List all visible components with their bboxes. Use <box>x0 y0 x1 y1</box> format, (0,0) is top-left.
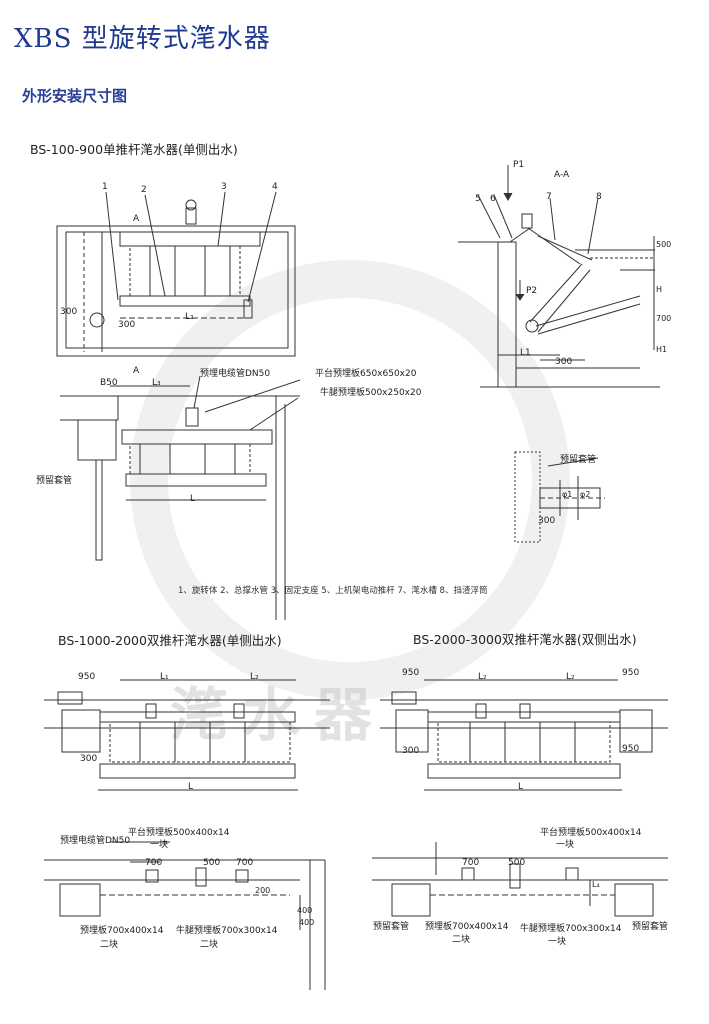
s2-dim-l: L <box>188 782 194 792</box>
label-cable-pipe: 预埋电缆管DN50 <box>200 369 271 379</box>
view-marker-a-bottom: A <box>133 366 140 376</box>
s2-dim-l1: L₁ <box>160 672 169 682</box>
s3-dim-l2-a: L₂ <box>478 672 487 682</box>
section-aa-view <box>458 165 660 387</box>
s3-dim-950-b: 950 <box>622 668 640 678</box>
dim-300-b: 300 <box>118 320 136 330</box>
label-platform-plate: 平台预埋板650x650x20 <box>315 369 417 379</box>
page-subtitle: 外形安装尺寸图 <box>22 87 128 105</box>
s3-label-bracket-count: 一块 <box>548 937 567 947</box>
callout-2: 2 <box>141 185 147 195</box>
s3-dim-l4: L₄ <box>592 880 600 889</box>
s2-dim-500: 500 <box>203 858 221 868</box>
label-sleeve: 预留套管 <box>36 476 73 486</box>
dim-b50: B50 <box>100 378 118 388</box>
s2-dim-200: 200 <box>255 886 271 895</box>
section2-plan-view <box>44 680 330 790</box>
view-aa-title: A-A <box>554 170 570 180</box>
s2-label-pre-plate: 预埋板700x400x14 <box>80 926 164 936</box>
dim-l: L <box>190 494 196 504</box>
callout-4: 4 <box>272 182 278 192</box>
section2-caption: BS-1000-2000双推杆滗水器(单侧出水) <box>58 633 282 648</box>
s2-dim-950: 950 <box>78 672 96 682</box>
s2-label-bracket-count: 二块 <box>200 940 219 950</box>
sleeve-detail <box>515 452 605 542</box>
callout-3: 3 <box>221 182 227 192</box>
section3-caption: BS-2000-3000双推杆滗水器(双侧出水) <box>413 632 637 647</box>
label-sleeve-detail: 预留套管 <box>560 455 597 465</box>
section1-caption: BS-100-900单推杆滗水器(单侧出水) <box>30 142 238 157</box>
dim-l2: L₂ <box>185 312 194 322</box>
s3-dim-300: 300 <box>402 746 420 756</box>
dim-300-a: 300 <box>60 307 78 317</box>
s2-dim-l2: L₂ <box>250 672 259 682</box>
s3-dim-950-c: 950 <box>622 744 640 754</box>
dim-phi2: φ2 <box>580 490 591 499</box>
section1-elevation-view <box>60 376 300 620</box>
callout-5: 5 <box>475 194 481 204</box>
s2-dim-700b: 700 <box>236 858 254 868</box>
s3-label-pre-plate: 预埋板700x400x14 <box>425 922 509 932</box>
dim-h: H <box>656 285 663 294</box>
s2-dim-400b: 400 <box>299 918 315 927</box>
parts-legend: 1、旋转体 2、总撑水管 3、固定支座 5、上机架电动推杆 7、滗水槽 8、挡渣… <box>178 586 488 596</box>
s3-dim-l2-b: L₂ <box>566 672 575 682</box>
s3-label-pre-count: 二块 <box>452 935 471 945</box>
s3-label-platform-plate: 平台预埋板500x400x14 <box>540 828 642 838</box>
s2-label-platform-plate: 平台预埋板500x400x14 <box>128 828 230 838</box>
dim-700: 700 <box>656 314 672 323</box>
dim-phi1: φ1 <box>562 490 573 499</box>
watermark-text: 滗水器 <box>170 681 387 749</box>
s2-label-pre-count: 二块 <box>100 940 119 950</box>
section2-elevation-view <box>44 842 325 990</box>
s3-label-sleeve-left: 预留套管 <box>373 922 410 932</box>
s2-dim-700a: 700 <box>145 858 163 868</box>
s3-label-sleeve-right: 预留套管 <box>632 922 669 932</box>
s3-dim-700: 700 <box>462 858 480 868</box>
dim-500: 500 <box>656 240 672 249</box>
callout-6: 6 <box>490 194 496 204</box>
force-p1: P1 <box>513 160 525 170</box>
dim-l1: L1 <box>520 348 531 358</box>
s2-label-bracket-plate: 牛腿预埋板700x300x14 <box>176 926 278 936</box>
s3-label-bracket-plate: 牛腿预埋板700x300x14 <box>520 924 622 934</box>
section3-plan-view <box>380 680 668 790</box>
force-p2: P2 <box>526 286 538 296</box>
dim-l3: L₃ <box>152 378 161 388</box>
callout-8: 8 <box>596 192 602 202</box>
s3-dim-l: L <box>518 782 524 792</box>
s2-dim-400a: 400 <box>297 906 313 915</box>
view-marker-a-top: A <box>133 214 140 224</box>
dim-300-right: 300 <box>555 357 573 367</box>
callout-1: 1 <box>102 182 108 192</box>
s2-label-platform-count: 一块 <box>150 840 169 850</box>
s3-label-platform-count: 一块 <box>556 840 575 850</box>
section3-elevation-view <box>372 842 668 916</box>
label-bracket-plate: 牛腿预埋板500x250x20 <box>320 388 422 398</box>
s3-dim-950-a: 950 <box>402 668 420 678</box>
dim-300-detail: 300 <box>538 516 556 526</box>
dim-h1: H1 <box>656 345 668 354</box>
callout-7: 7 <box>546 192 552 202</box>
section1-plan-view <box>57 192 295 356</box>
s2-dim-300: 300 <box>80 754 98 764</box>
s2-label-cable-pipe: 预埋电缆管DN50 <box>60 836 131 846</box>
s3-dim-500: 500 <box>508 858 526 868</box>
page-title: XBS 型旋转式滗水器 <box>14 24 271 54</box>
